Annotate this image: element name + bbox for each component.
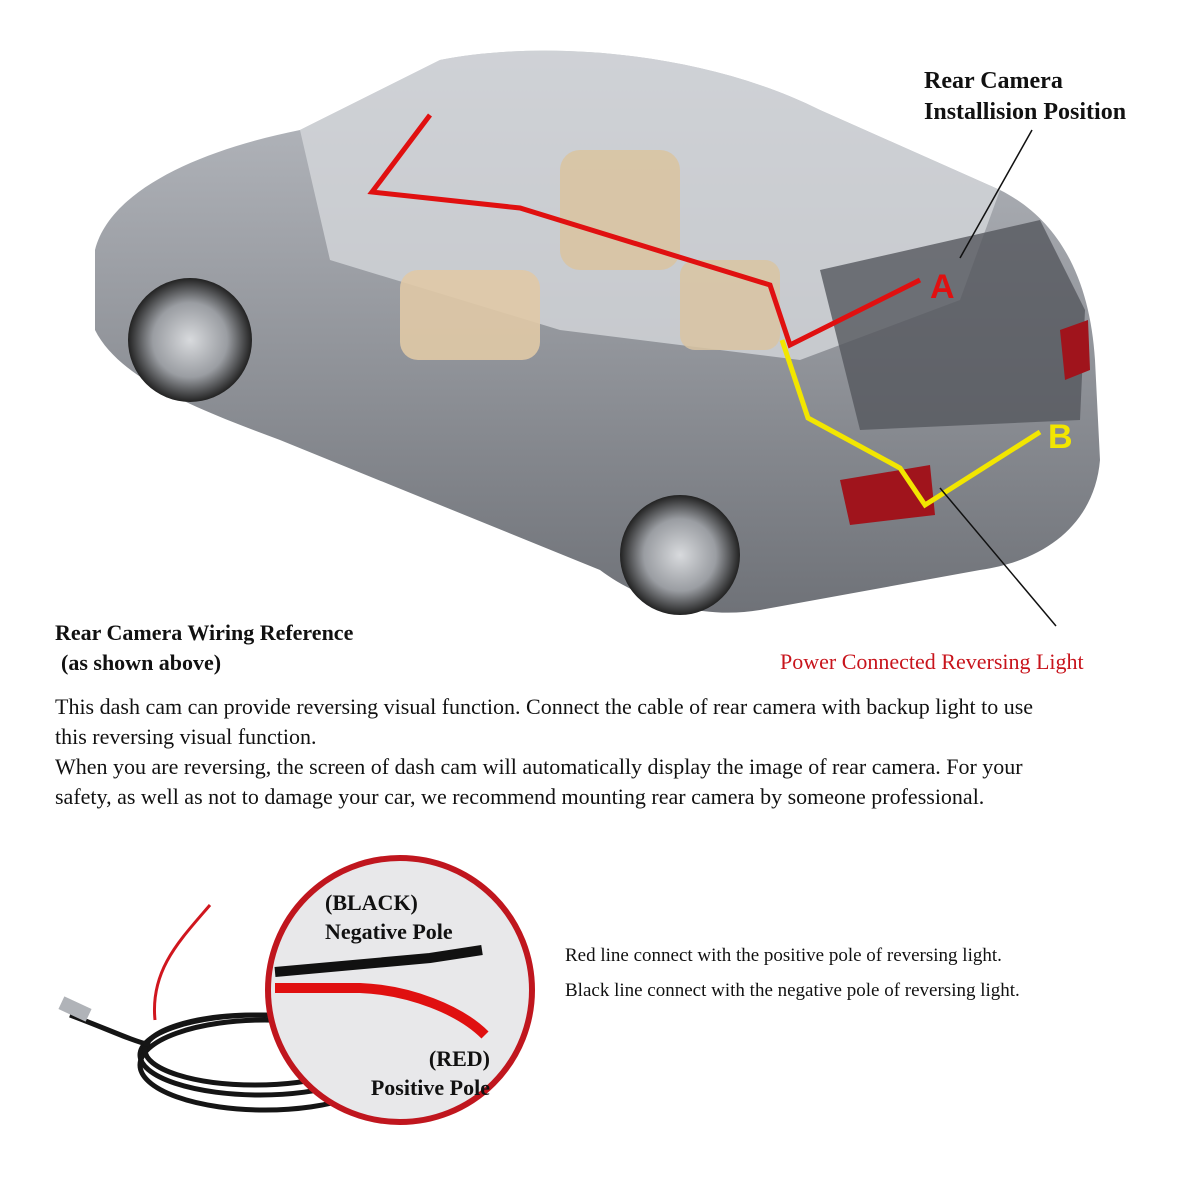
wiring-reference-heading: Rear Camera Wiring Reference (as shown a…	[55, 618, 353, 678]
red-wire-zoom	[275, 983, 489, 1039]
red-positive-label: (RED) Positive Pole	[345, 1044, 490, 1102]
description-paragraph: This dash cam can provide reversing visu…	[55, 694, 1034, 749]
camera-position-label: Rear Camera Installision Position	[924, 66, 1126, 128]
car-illustration	[95, 50, 1100, 627]
marker-b: B	[1048, 418, 1073, 456]
black-negative-label: (BLACK) Negative Pole	[325, 888, 453, 946]
cable-note: Red line connect with the positive pole …	[565, 945, 1002, 966]
power-light-label: Power Connected Reversing Light	[780, 649, 1084, 674]
black-label-line1: (BLACK)	[325, 890, 418, 915]
camera-position-line1: Rear Camera	[924, 68, 1063, 94]
cable-illustration	[58, 855, 535, 1125]
yellow-wire-route	[779, 339, 1042, 509]
camera-pointer-line	[959, 129, 1033, 259]
light-pointer-line	[939, 487, 1057, 627]
black-wire-zoom	[274, 945, 483, 977]
red-label-line2: Positive Pole	[370, 1075, 490, 1100]
red-lead	[152, 904, 212, 1021]
cable-notes: Red line connect with the positive pole …	[565, 938, 1020, 1008]
red-wire-route	[367, 113, 922, 349]
wiring-reference-subtitle: (as shown above)	[61, 650, 222, 675]
black-label-line2: Negative Pole	[325, 919, 453, 944]
cable-note: Black line connect with the negative pol…	[565, 980, 1020, 1001]
marker-a: A	[930, 268, 955, 306]
wiring-reference-title: Rear Camera Wiring Reference	[55, 620, 354, 645]
car-body	[95, 50, 1100, 613]
plug-connector	[58, 996, 92, 1022]
camera-position-line2: Installision Position	[924, 99, 1127, 125]
red-label-line1: (RED)	[428, 1046, 490, 1071]
rear-wheel	[620, 495, 740, 615]
wiring-description: This dash cam can provide reversing visu…	[55, 692, 1055, 812]
description-paragraph: When you are reversing, the screen of da…	[55, 754, 1023, 809]
front-wheel	[128, 278, 252, 402]
